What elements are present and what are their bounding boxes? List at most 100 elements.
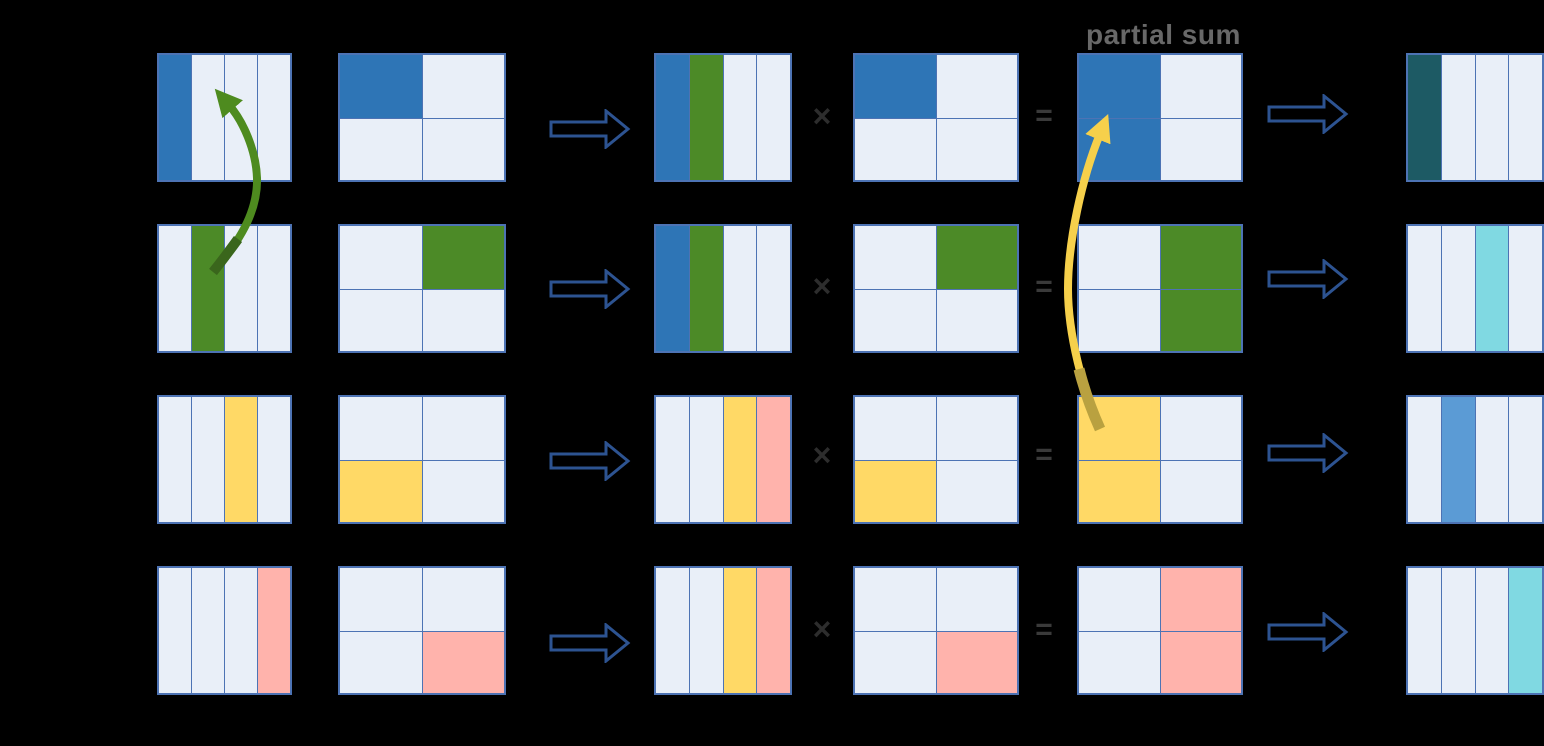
- matrix-cell-pink: [756, 397, 790, 522]
- flow-arrow-left-icon-row3: [549, 441, 631, 481]
- multiply-operator-row1: ×: [812, 98, 832, 134]
- equals-operator-row2: =: [1035, 270, 1053, 303]
- matrix-cell-light: [855, 568, 936, 631]
- matrix-cell-light: [1440, 568, 1475, 693]
- matrix-cell-teal_dark: [1408, 55, 1441, 180]
- matrix-cell-light: [422, 397, 504, 460]
- matrix-cell-light: [1160, 397, 1241, 460]
- matrix-b2-row3: [853, 395, 1019, 524]
- matrix-cell-light: [340, 630, 422, 693]
- equals-operator-row3: =: [1035, 438, 1053, 471]
- matrix-cell-light: [1160, 55, 1241, 118]
- buffer-columns-row4: [654, 566, 792, 695]
- matrix-b2-row4: [853, 566, 1019, 695]
- multiply-operator-row4: ×: [812, 611, 832, 647]
- matrix-cell-light: [1474, 568, 1509, 693]
- matrix-cell-light: [855, 117, 936, 180]
- matrix-cell-light: [1508, 55, 1542, 180]
- partial-sum-matrix-row2: [1077, 224, 1243, 353]
- matrix-cell-light: [224, 568, 257, 693]
- matrix-cell-light: [422, 117, 504, 180]
- matrix-cell-light: [1508, 397, 1542, 522]
- matrix-cell-yellow: [1079, 459, 1160, 522]
- matrix-cell-light: [855, 630, 936, 693]
- matrix-cell-light: [722, 226, 757, 351]
- matrix-cell-light: [756, 226, 790, 351]
- buffer-columns-row2: [654, 224, 792, 353]
- matrix-cell-light: [936, 568, 1017, 631]
- matrix-cell-light: [1440, 226, 1475, 351]
- vector-a-row1: [157, 53, 292, 182]
- matrix-b-row2: [338, 224, 506, 353]
- partial-sum-matrix-row1: [1077, 53, 1243, 182]
- matrix-cell-light: [855, 288, 936, 351]
- matrix-cell-yellow: [722, 397, 757, 522]
- matrix-cell-light: [257, 55, 290, 180]
- matrix-cell-light: [340, 117, 422, 180]
- output-vector-row3: [1406, 395, 1544, 524]
- matrix-cell-light: [936, 397, 1017, 460]
- output-vector-row1: [1406, 53, 1544, 182]
- flow-arrow-right-icon-row2: [1267, 259, 1349, 299]
- matrix-cell-light: [340, 397, 422, 460]
- matrix-cell-light: [722, 55, 757, 180]
- matrix-cell-light: [1160, 459, 1241, 522]
- matrix-cell-light: [224, 55, 257, 180]
- flow-arrow-left-icon-row4: [549, 623, 631, 663]
- matrix-cell-light: [656, 397, 689, 522]
- matrix-cell-light: [936, 459, 1017, 522]
- equals-operator-row1: =: [1035, 99, 1053, 132]
- matrix-cell-light: [422, 568, 504, 631]
- matrix-cell-green: [688, 226, 723, 351]
- matrix-cell-blue: [159, 55, 191, 180]
- matrix-cell-blue_medium: [1440, 397, 1475, 522]
- matrix-cell-light: [936, 55, 1017, 118]
- matrix-cell-light: [1474, 397, 1509, 522]
- multiply-operator-row3: ×: [812, 437, 832, 473]
- matrix-cell-light: [1079, 226, 1160, 289]
- matrix-cell-light: [756, 55, 790, 180]
- equals-operator-row4: =: [1035, 613, 1053, 646]
- matrix-cell-light: [1408, 226, 1441, 351]
- matrix-cell-light: [1508, 226, 1542, 351]
- matrix-cell-pink: [257, 568, 290, 693]
- matrix-b-row3: [338, 395, 506, 524]
- buffer-columns-row1: [654, 53, 792, 182]
- matrix-cell-pink: [1160, 630, 1241, 693]
- flow-arrow-right-icon-row1: [1267, 94, 1349, 134]
- matrix-cell-light: [191, 397, 224, 522]
- partial-sum-matrix-row4: [1077, 566, 1243, 695]
- matrix-cell-light: [159, 568, 191, 693]
- matrix-cell-cyan: [1508, 568, 1542, 693]
- matrix-cell-light: [191, 568, 224, 693]
- matrix-cell-light: [656, 568, 689, 693]
- matrix-cell-pink: [422, 630, 504, 693]
- matrix-cell-blue: [656, 55, 689, 180]
- matrix-cell-pink: [1160, 568, 1241, 631]
- matrix-cell-blue: [656, 226, 689, 351]
- matrix-cell-yellow: [855, 459, 936, 522]
- matrix-cell-light: [191, 55, 224, 180]
- matrix-b-row4: [338, 566, 506, 695]
- matrix-cell-light: [1079, 288, 1160, 351]
- matrix-cell-light: [257, 397, 290, 522]
- buffer-columns-row3: [654, 395, 792, 524]
- flow-arrow-left-icon-row2: [549, 269, 631, 309]
- matrix-cell-green: [1160, 288, 1241, 351]
- matrix-cell-light: [1408, 397, 1441, 522]
- flow-arrow-right-icon-row4: [1267, 612, 1349, 652]
- vector-a-row3: [157, 395, 292, 524]
- flow-arrow-right-icon-row3: [1267, 433, 1349, 473]
- vector-a-row2: [157, 224, 292, 353]
- matrix-cell-light: [257, 226, 290, 351]
- matrix-cell-light: [422, 55, 504, 118]
- matrix-cell-light: [340, 568, 422, 631]
- matrix-cell-light: [1160, 117, 1241, 180]
- matrix-cell-light: [340, 226, 422, 289]
- matrix-cell-light: [855, 397, 936, 460]
- matrix-cell-light: [422, 459, 504, 522]
- matrix-cell-light: [1474, 55, 1509, 180]
- matrix-cell-light: [340, 288, 422, 351]
- matrix-cell-green: [688, 55, 723, 180]
- matrix-cell-light: [1440, 55, 1475, 180]
